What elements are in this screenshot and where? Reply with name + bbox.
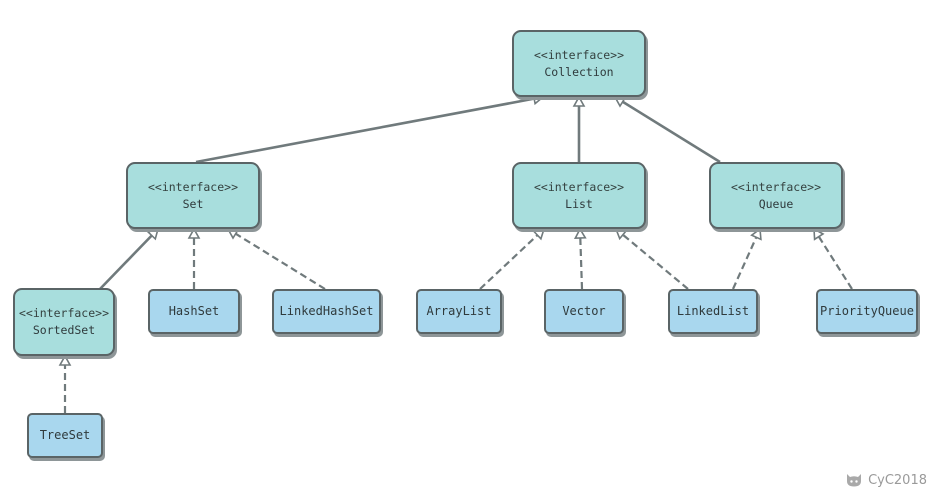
queue-stereotype: <<interface>> bbox=[730, 179, 821, 194]
github-cat-icon bbox=[847, 474, 862, 487]
treeset-name: TreeSet bbox=[39, 428, 91, 442]
linkedhashset-name: LinkedHashSet bbox=[279, 304, 374, 318]
arrowhead-vector-to-list bbox=[573, 227, 587, 240]
hashset-class-node[interactable]: HashSet bbox=[148, 289, 240, 334]
arrowhead-priorityqueue-to-queue bbox=[813, 227, 825, 241]
vector-name: Vector bbox=[562, 304, 606, 318]
edge-linkedlist-to-queue bbox=[731, 236, 758, 290]
arraylist-name: ArrayList bbox=[426, 304, 492, 318]
arrowhead-queue-to-collection bbox=[613, 96, 627, 108]
edge-arraylist-to-list bbox=[479, 234, 539, 290]
arrowhead-treeset-to-sortedset bbox=[58, 354, 72, 366]
hashset-name: HashSet bbox=[168, 304, 220, 318]
arrowhead-linkedlist-to-list bbox=[614, 227, 628, 241]
arrowhead-list-to-collection bbox=[572, 95, 586, 107]
queue-name: Queue bbox=[758, 196, 794, 211]
list-interface-node[interactable]: <<interface>> List bbox=[512, 162, 646, 229]
queue-interface-node[interactable]: <<interface>> Queue bbox=[709, 162, 843, 229]
collection-stereotype: <<interface>> bbox=[533, 47, 624, 62]
vector-class-node[interactable]: Vector bbox=[544, 289, 624, 334]
treeset-class-node[interactable]: TreeSet bbox=[27, 413, 103, 458]
priorityqueue-class-node[interactable]: PriorityQueue bbox=[816, 289, 918, 334]
arrowhead-linkedhashset-to-set bbox=[226, 228, 240, 240]
collection-name: Collection bbox=[544, 64, 614, 79]
collection-interface-node[interactable]: <<interface>> Collection bbox=[512, 30, 646, 97]
edge-queue-to-collection bbox=[621, 100, 721, 164]
sortedset-name: SortedSet bbox=[32, 323, 96, 337]
watermark: CyC2018 bbox=[845, 472, 927, 488]
edge-priorityqueue-to-queue bbox=[817, 236, 853, 290]
list-stereotype: <<interface>> bbox=[533, 179, 624, 194]
arrowhead-arraylist-to-list bbox=[532, 227, 546, 241]
set-interface-node[interactable]: <<interface>> Set bbox=[126, 162, 260, 229]
arraylist-class-node[interactable]: ArrayList bbox=[416, 289, 502, 334]
arrowhead-hashset-to-set bbox=[187, 227, 201, 239]
set-name: Set bbox=[182, 196, 204, 211]
edge-set-to-collection bbox=[195, 97, 535, 164]
sortedset-interface-node[interactable]: <<interface>> SortedSet bbox=[13, 288, 115, 356]
sortedset-stereotype: <<interface>> bbox=[18, 306, 109, 320]
list-name: List bbox=[565, 196, 593, 211]
watermark-text: CyC2018 bbox=[868, 472, 927, 488]
edge-vector-to-list bbox=[579, 237, 584, 290]
edge-sortedset-to-set bbox=[99, 234, 153, 290]
set-stereotype: <<interface>> bbox=[147, 179, 238, 194]
linkedlist-name: LinkedList bbox=[676, 304, 750, 318]
edge-linkedhashset-to-set bbox=[235, 232, 326, 290]
linkedhashset-class-node[interactable]: LinkedHashSet bbox=[272, 289, 381, 334]
linkedlist-class-node[interactable]: LinkedList bbox=[668, 289, 758, 334]
arrowhead-sortedset-to-set bbox=[146, 227, 160, 241]
arrowhead-linkedlist-to-queue bbox=[750, 227, 762, 241]
edge-linkedlist-to-list bbox=[622, 233, 689, 290]
priorityqueue-name: PriorityQueue bbox=[820, 304, 914, 318]
